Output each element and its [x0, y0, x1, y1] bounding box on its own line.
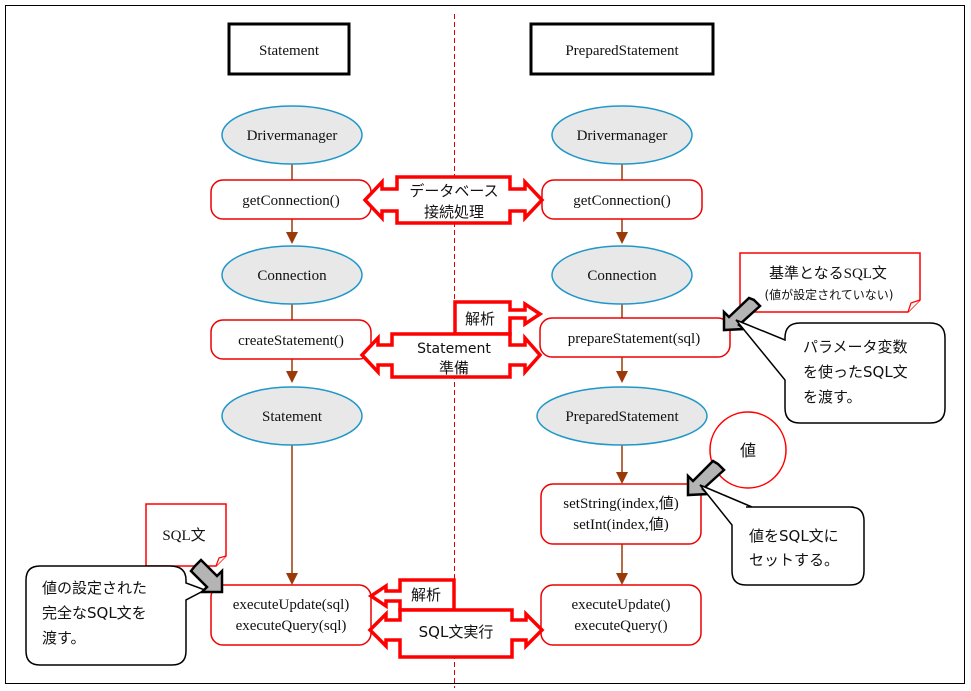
arrowhead-icon	[616, 472, 628, 484]
db-connect-double-arrow: データベース 接続処理	[362, 175, 545, 225]
process-label: getConnection()	[573, 193, 670, 209]
arrowhead-icon	[616, 232, 628, 244]
ellipse-label: PreparedStatement	[565, 409, 679, 425]
parse-label: 解析	[411, 586, 441, 604]
base-sql-note: 基準となるSQL文 (値が設定されていない)	[739, 252, 921, 313]
statement-prepare-double-arrow: Statement 準備	[359, 332, 543, 379]
ellipse-label: Drivermanager	[247, 128, 338, 144]
arrowhead-icon	[616, 573, 628, 585]
full-sql-callout-line: 完全なSQL文を	[42, 604, 147, 622]
ellipse-statement	[221, 386, 363, 446]
value-callout-line: セットする。	[749, 551, 839, 569]
parse-label: 解析	[465, 310, 495, 328]
pointer-arrow-icon	[189, 558, 224, 594]
process-label: setInt(index,値)	[573, 516, 668, 533]
db-connect-label: データベース	[409, 182, 498, 200]
parse-arrow-bottom: 解析	[367, 578, 456, 612]
process-label: executeUpdate(sql)	[233, 597, 350, 613]
arrowhead-icon	[286, 371, 298, 383]
param-callout-line: を使ったSQL文	[803, 363, 908, 381]
db-connect-label: 接続処理	[424, 203, 484, 221]
arrowhead-icon	[286, 232, 298, 244]
process-set-values	[540, 483, 702, 545]
process-label: executeQuery()	[574, 618, 667, 634]
right-column: PreparedStatement Drivermanager getConne…	[529, 22, 731, 646]
parse-arrow-top: 解析	[453, 300, 544, 336]
left-header-label: Statement	[259, 43, 320, 59]
left-header-box	[227, 22, 351, 76]
value-callout: 値をSQL文に セットする。	[699, 484, 865, 586]
process-preparestatement	[539, 317, 731, 358]
arrowhead-icon	[616, 371, 628, 383]
left-column: Statement Drivermanager getConnection() …	[210, 22, 372, 646]
ellipse-label: Drivermanager	[577, 128, 668, 144]
process-label: getConnection()	[242, 193, 339, 209]
process-label: prepareStatement(sql)	[568, 331, 700, 347]
process-createstatement	[210, 319, 372, 360]
right-header-label: PreparedStatement	[565, 43, 679, 59]
base-sql-title: 基準となるSQL文	[769, 265, 887, 282]
ellipse-drivermanager	[221, 105, 363, 165]
sql-execute-double-arrow: SQL文実行	[367, 608, 545, 659]
arrowhead-icon	[286, 573, 298, 585]
base-sql-subtitle: (値が設定されていない)	[764, 287, 893, 302]
outer-frame	[5, 5, 965, 684]
value-label: 値	[740, 441, 756, 460]
ellipse-label: Statement	[262, 409, 323, 425]
process-execute-sql	[210, 584, 372, 646]
ellipse-connection	[551, 245, 693, 305]
statement-prepare-label: 準備	[439, 359, 469, 377]
pointer-arrow-icon	[686, 459, 726, 497]
full-sql-callout-line: 値の設定された	[42, 579, 147, 597]
statement-prepare-label: Statement	[417, 341, 491, 357]
value-callout-line: 値をSQL文に	[749, 527, 839, 545]
process-execute	[540, 584, 702, 646]
param-callout-line: パラメータ変数	[803, 338, 908, 356]
process-label: setString(index,値)	[563, 495, 678, 512]
param-callout-line: を渡す。	[803, 388, 862, 406]
value-circle: 値	[709, 411, 787, 489]
sql-doc-label: SQL文	[162, 527, 205, 544]
pointer-arrow-icon	[722, 296, 762, 332]
ellipse-label: Connection	[257, 268, 327, 284]
process-label: createStatement()	[238, 333, 344, 349]
ellipse-connection	[221, 245, 363, 305]
ellipse-label: Connection	[587, 268, 657, 284]
process-label: executeUpdate()	[571, 597, 670, 613]
ellipse-drivermanager	[551, 105, 693, 165]
sql-doc-note: SQL文	[145, 503, 227, 567]
ellipse-preparedstatement	[536, 386, 708, 446]
sql-execute-label: SQL文実行	[419, 623, 494, 641]
full-sql-callout: 値の設定された 完全なSQL文を 渡す。	[25, 565, 207, 666]
param-callout: パラメータ変数 を使ったSQL文 を渡す。	[735, 319, 946, 424]
process-label: executeQuery(sql)	[236, 618, 347, 634]
full-sql-callout-line: 渡す。	[42, 629, 86, 647]
right-header-box	[529, 22, 715, 76]
